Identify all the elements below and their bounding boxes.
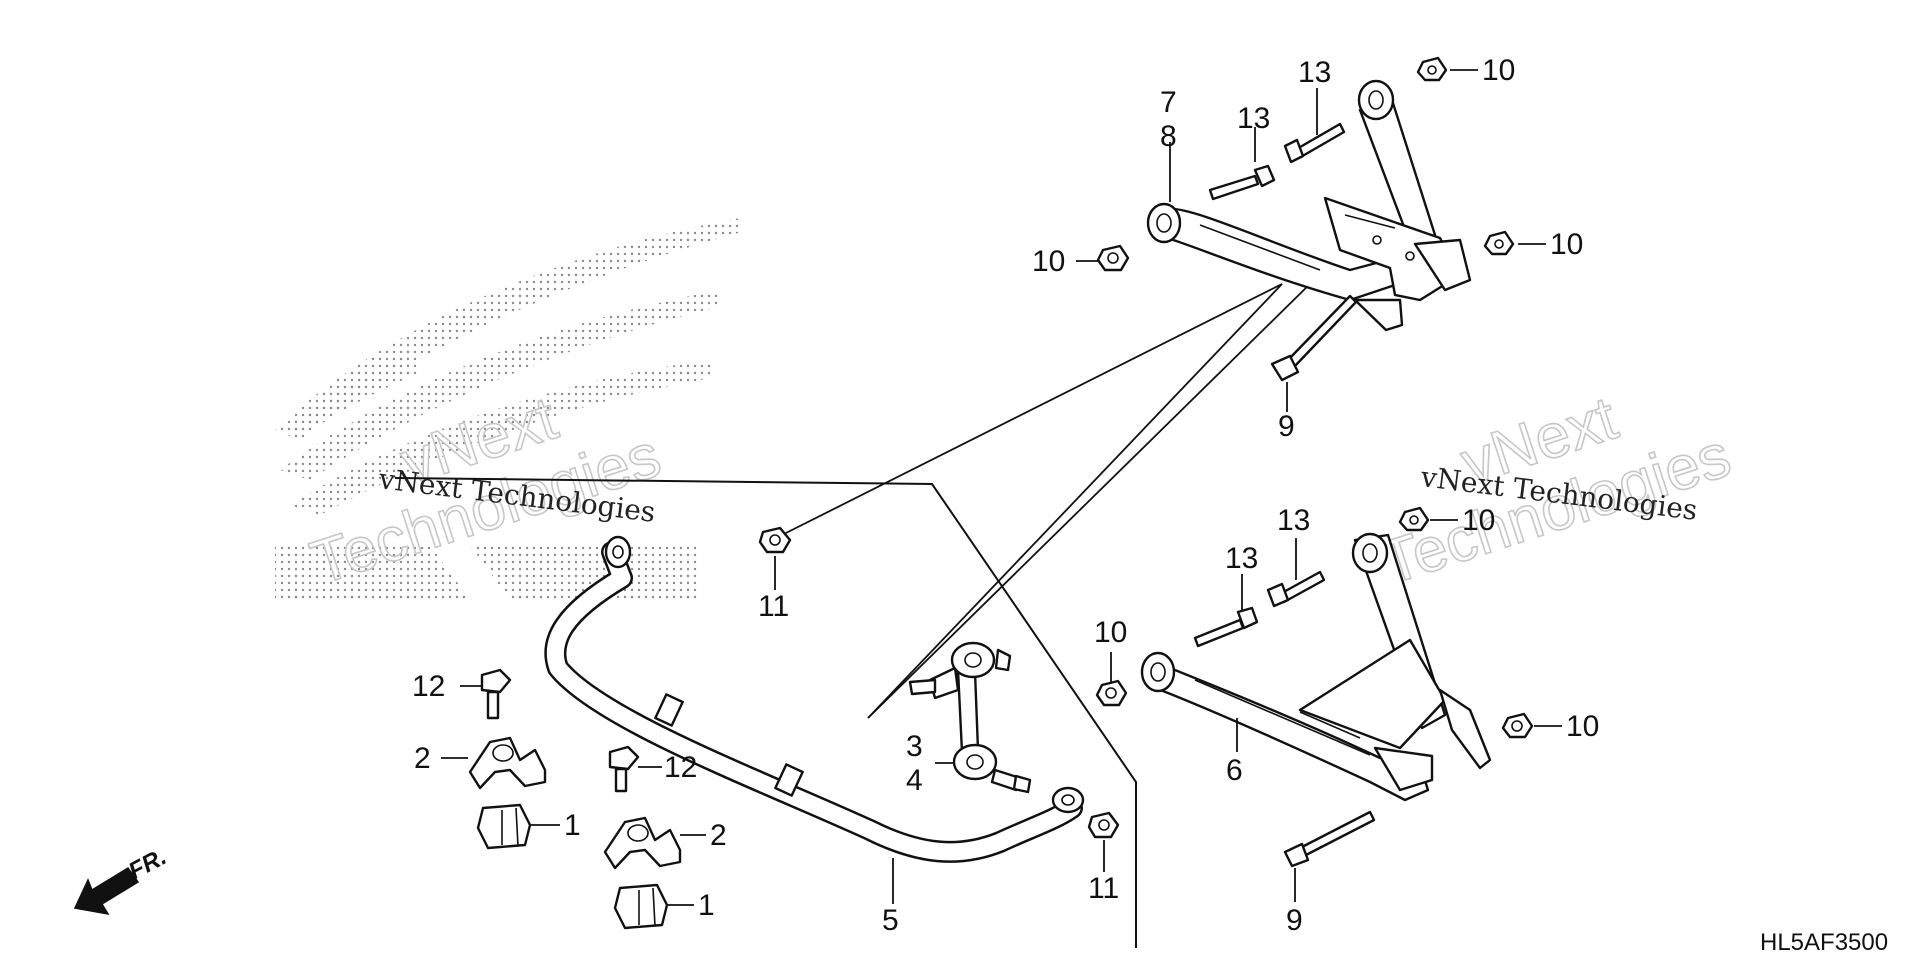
wing-logo-watermark xyxy=(275,218,742,600)
callout-1: 1 xyxy=(698,889,715,922)
callout-10: 10 xyxy=(1462,504,1495,537)
callout-13: 13 xyxy=(1225,542,1258,575)
callout-10: 10 xyxy=(1550,228,1583,261)
callout-4: 4 xyxy=(906,764,923,797)
bushing-holder-lower xyxy=(603,816,682,870)
front-direction-indicator: FR. xyxy=(73,843,171,916)
nut-11-upper xyxy=(758,526,792,554)
bushing-upper xyxy=(476,803,532,850)
bolt-9-lower xyxy=(1283,810,1376,868)
nut-10-upper-left xyxy=(1096,244,1130,272)
callout-9: 9 xyxy=(1278,410,1295,443)
callout-5: 5 xyxy=(882,904,899,937)
bushing-holder-upper xyxy=(468,736,547,790)
callout-8: 8 xyxy=(1160,120,1177,153)
callout-labels: 7 8 13 13 10 10 10 9 10 13 13 10 10 6 9 … xyxy=(412,54,1599,937)
callout-9: 9 xyxy=(1286,904,1303,937)
callout-10: 10 xyxy=(1482,54,1515,87)
callout-12: 12 xyxy=(412,670,445,703)
indicator-line xyxy=(867,281,1313,719)
bolt-12-left xyxy=(480,668,512,720)
panel-boundary-line xyxy=(394,477,1137,948)
bolt-9-upper xyxy=(1270,294,1358,382)
lower-arm-assembly xyxy=(1140,532,1492,802)
callout-13: 13 xyxy=(1237,102,1270,135)
leader-lines xyxy=(441,69,1562,906)
callout-3: 3 xyxy=(906,730,923,763)
callout-13: 13 xyxy=(1277,504,1310,537)
callout-10: 10 xyxy=(1566,710,1599,743)
callout-11: 11 xyxy=(758,590,789,623)
stabilizer-link xyxy=(908,641,1032,794)
bolt-13-a xyxy=(1208,164,1276,201)
callout-11: 11 xyxy=(1088,872,1119,905)
bolt-13-d xyxy=(1266,570,1326,608)
callout-7: 7 xyxy=(1160,86,1177,119)
indicator-line xyxy=(781,283,1283,536)
nut-10-lower-top xyxy=(1398,506,1430,532)
watermark-right: vNext Technologies vNext Technologies xyxy=(1372,383,1739,599)
callout-10: 10 xyxy=(1094,616,1127,649)
diagram-code: HL5AF3500 xyxy=(1760,929,1888,956)
nut-10-lower-right xyxy=(1501,712,1534,739)
callout-2: 2 xyxy=(710,819,727,852)
stabilizer-bar xyxy=(544,535,1085,863)
front-arrow-icon xyxy=(73,866,140,916)
bolt-12-right xyxy=(608,745,640,793)
nut-10-upper-right xyxy=(1483,230,1515,256)
bolt-13-c xyxy=(1193,606,1259,648)
callout-2: 2 xyxy=(414,742,431,775)
upper-arm-assembly xyxy=(1146,79,1472,332)
nut-10-upper-top xyxy=(1416,56,1448,82)
bushing-lower xyxy=(613,883,669,930)
callout-13: 13 xyxy=(1298,56,1331,89)
nut-10-lower-left xyxy=(1095,679,1128,707)
nut-11-lower xyxy=(1087,811,1120,839)
callout-12: 12 xyxy=(664,751,697,784)
callout-1: 1 xyxy=(564,809,581,842)
callout-10: 10 xyxy=(1032,245,1065,278)
bolt-13-b xyxy=(1283,122,1346,164)
callout-6: 6 xyxy=(1226,754,1243,787)
indicator-line xyxy=(867,283,1283,719)
